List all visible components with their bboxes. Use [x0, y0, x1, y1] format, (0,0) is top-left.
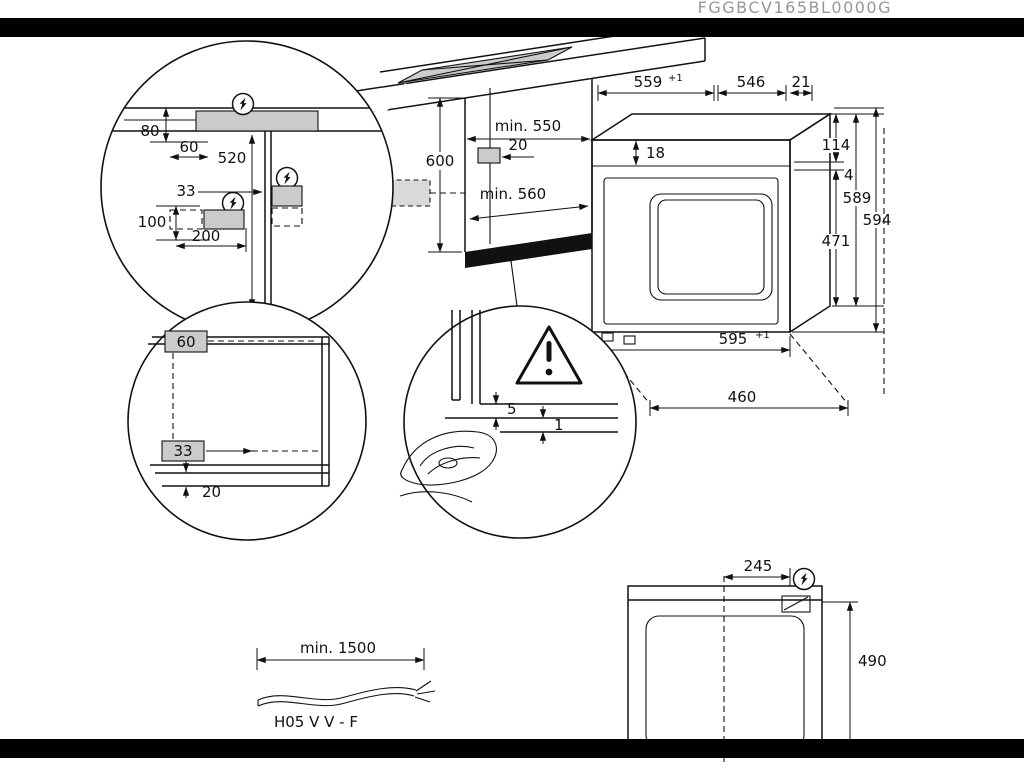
power-cable: min. 1500 H05 V V - F [256, 639, 436, 731]
electric-connection-icon [231, 92, 255, 116]
cable-type-label: H05 V V - F [274, 713, 358, 731]
electric-connection-icon [275, 166, 299, 190]
dim-corner-20-label: 20 [202, 483, 221, 501]
dim-490-label: 490 [858, 652, 887, 670]
dim-520-label: 520 [218, 149, 247, 167]
back-panel-inner [645, 615, 805, 749]
dim-200-label: 200 [192, 227, 221, 245]
dim-460-label: 460 [728, 388, 757, 406]
oven-door [603, 177, 779, 325]
dim-594-label: 594 [863, 211, 892, 229]
dim-80-label: 80 [140, 122, 159, 140]
dim-4-label: 4 [844, 166, 854, 184]
dim-5-label: 5 [507, 400, 517, 418]
corner-offset-block-33 [161, 440, 205, 462]
dim-18-label: 18 [646, 144, 665, 162]
electric-connection-icon [792, 567, 816, 591]
niche: 600 min. 550 20 min. 560 [387, 79, 593, 307]
dim-21-label: 21 [791, 73, 810, 91]
cable-icon [257, 680, 436, 707]
dim-min550-label: min. 550 [495, 117, 561, 135]
terminal-box [781, 595, 811, 613]
bottom-letterbox-bar [0, 739, 1024, 758]
connection-box-right [271, 185, 303, 207]
cable-min-length-label: min. 1500 [300, 639, 376, 657]
dim-100-label: 100 [138, 213, 167, 231]
corner-offset-block-60 [164, 330, 208, 353]
detail-circle-corner: 60 33 20 [127, 301, 367, 541]
dim-600-label: 600 [426, 152, 455, 170]
dim-595-label: 595 [719, 330, 748, 348]
connection-box-left [203, 209, 245, 230]
detail-circle-installation: 80 60 520 33 100 200 [100, 40, 394, 334]
dim-559-label: 559 [634, 73, 663, 91]
dim-546-label: 546 [737, 73, 766, 91]
wood-grain-icon [399, 430, 497, 503]
dim-245-label: 245 [744, 557, 773, 575]
dim-589-label: 589 [843, 189, 872, 207]
wall-spacer-block [477, 147, 501, 164]
oven-door-window [649, 193, 773, 301]
top-letterbox-bar [0, 18, 1024, 37]
worktop-section [195, 110, 319, 132]
dim-min560-label: min. 560 [480, 185, 546, 203]
dim-60-label: 60 [179, 138, 198, 156]
dim-471-label: 471 [822, 232, 851, 250]
dim-33-label: 33 [176, 182, 195, 200]
dim-corner-33-label: 33 [173, 442, 192, 460]
oven-foot [623, 335, 636, 345]
dim-114-label: 114 [822, 136, 851, 154]
oven-top-face [589, 113, 833, 141]
dim-corner-60-label: 60 [176, 333, 195, 351]
dim-1-label: 1 [554, 416, 564, 434]
oven-front-view: 18 559 +1 546 21 114 4 471 589 [589, 73, 892, 416]
dim-559-tolerance: +1 [668, 73, 683, 84]
oven-front-face [591, 139, 791, 333]
niche-bottom-panel [465, 233, 592, 268]
warning-icon [515, 325, 583, 385]
dim-20-label: 20 [508, 136, 527, 154]
oven-back-view: 245 490 [627, 557, 887, 764]
dim-595-tolerance: +1 [755, 330, 770, 341]
oven-foot [601, 332, 614, 342]
junction-box-dashed [387, 179, 431, 207]
model-code-watermark: FGGBCV165BL0000G [698, 0, 892, 17]
detail-circle-floor-gap: 5 1 [399, 305, 637, 539]
